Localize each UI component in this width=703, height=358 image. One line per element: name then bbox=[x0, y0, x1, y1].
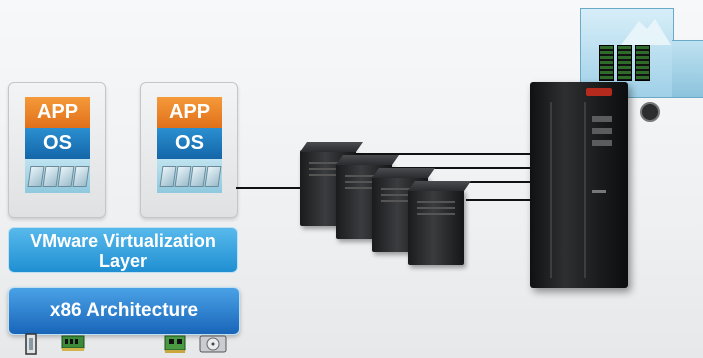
disk-icon bbox=[199, 335, 227, 353]
mini-rack-icon bbox=[635, 45, 650, 81]
virtualization-layer-line2: Layer bbox=[98, 251, 148, 271]
hardware-components bbox=[25, 333, 227, 355]
connector-vm-to-servers bbox=[236, 187, 302, 189]
cpu-icon bbox=[25, 333, 37, 355]
truck-wheel bbox=[640, 102, 660, 122]
vm-1-app: APP bbox=[25, 97, 90, 128]
vm-2-app: APP bbox=[157, 97, 222, 128]
nic-icon bbox=[164, 335, 186, 353]
truck-cab bbox=[672, 40, 703, 98]
rack-top-badge bbox=[586, 88, 612, 96]
virtual-hardware-icon bbox=[25, 159, 90, 193]
virtual-hardware-icon bbox=[157, 159, 222, 193]
connector-server-4 bbox=[466, 199, 534, 201]
mini-rack-icon bbox=[599, 45, 614, 81]
vm-2-os: OS bbox=[157, 128, 222, 159]
memory-icon bbox=[61, 335, 85, 351]
storage-rack-icon bbox=[530, 82, 628, 288]
connector-server-3 bbox=[428, 181, 534, 183]
mini-rack-icon bbox=[617, 45, 632, 81]
vm-2: APP OS bbox=[140, 82, 238, 218]
mountain-graphic bbox=[621, 19, 671, 45]
connector-server-1 bbox=[356, 153, 534, 155]
vm-1: APP OS bbox=[8, 82, 106, 218]
virtualization-layer: VMware Virtualization Layer bbox=[8, 227, 238, 273]
connector-server-2 bbox=[392, 167, 534, 169]
vm-1-os: OS bbox=[25, 128, 90, 159]
server-icon bbox=[408, 181, 472, 265]
virtualization-layer-line1: VMware Virtualization bbox=[30, 231, 216, 251]
x86-architecture-layer: x86 Architecture bbox=[8, 287, 240, 335]
